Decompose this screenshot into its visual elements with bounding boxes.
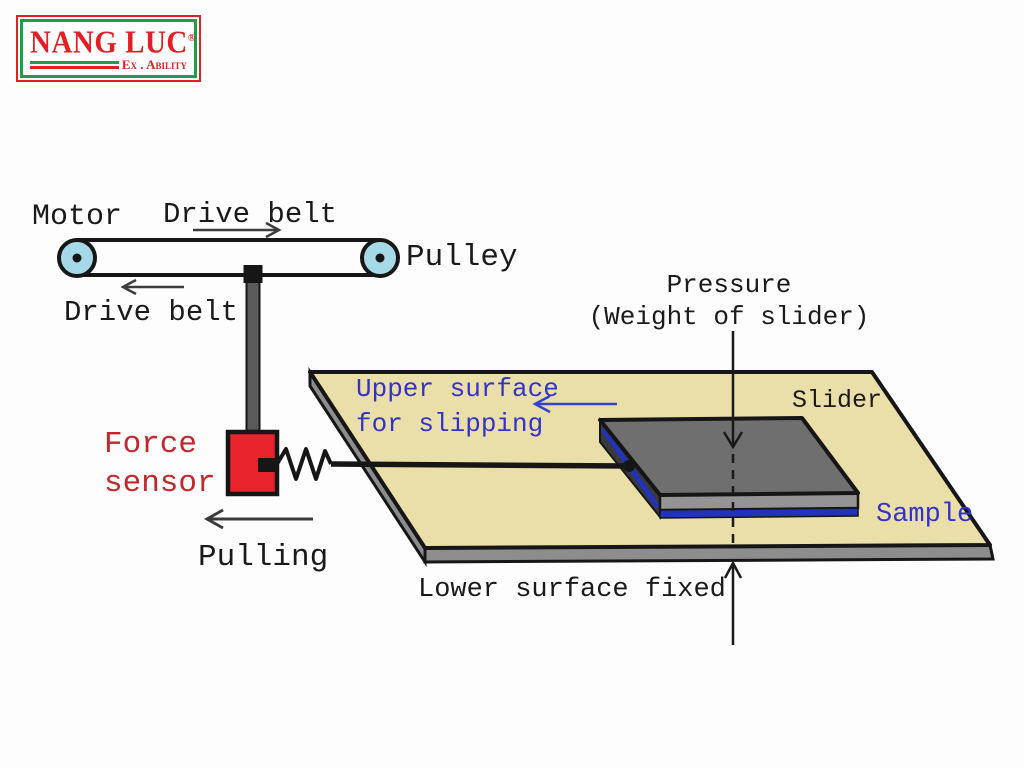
pull-line-anchor-dot	[623, 460, 635, 472]
force-sensor-label-line1: Force	[104, 427, 197, 462]
reaction-up-arrow-icon	[723, 560, 743, 579]
logo-inner-frame: NANG LUC® Ex . Ability	[20, 19, 197, 78]
logo-tagline-text: Ex . Ability	[121, 57, 187, 73]
slider-top-face	[598, 416, 860, 497]
spring-icon	[275, 447, 333, 481]
spring-linkage	[275, 447, 635, 481]
pressure-label-line2: (Weight of slider)	[589, 302, 870, 332]
nang-luc-logo: NANG LUC® Ex . Ability	[16, 15, 201, 82]
pull-line	[330, 461, 630, 469]
upper-surface-label-line1: Upper surface	[356, 374, 559, 404]
logo-brand-text: NANG LUC	[30, 25, 188, 60]
logo-stripe-green	[30, 60, 119, 64]
drive-belt-bottom-label: Drive belt	[64, 296, 238, 329]
sensor-hook-inner	[258, 458, 278, 472]
slip-left-arrow-icon	[532, 394, 551, 414]
slip-direction-arrow	[532, 394, 617, 414]
pulley-label: Pulley	[406, 240, 518, 275]
logo-brand-row: NANG LUC®	[30, 22, 195, 60]
lower-surface-label: Lower surface fixed	[418, 575, 726, 605]
logo-tagline-row: Ex . Ability	[30, 58, 187, 71]
belt-bottom-left-arrow-icon	[120, 278, 137, 296]
sample-front-strip	[659, 507, 859, 519]
upper-surface-label-line2: for slipping	[356, 409, 543, 439]
pressure-arrows	[722, 331, 744, 645]
rod-shaft	[245, 281, 261, 435]
pull-rod	[243, 265, 263, 435]
drive-belt-assembly	[57, 238, 400, 278]
pulling-left-arrow-icon	[203, 508, 224, 530]
driven-pulley-axle-icon	[375, 253, 385, 263]
rod-belt-clamp	[243, 265, 263, 283]
force-sensor-label-line2: sensor	[104, 466, 216, 501]
logo-stripe-red	[30, 65, 119, 69]
sample-label: Sample	[876, 500, 973, 530]
registered-mark-icon: ®	[187, 32, 196, 44]
drive-belt-top-label: Drive belt	[163, 198, 337, 231]
slider-label: Slider	[792, 386, 882, 415]
motor-label: Motor	[32, 200, 122, 234]
motion-arrows	[120, 221, 313, 530]
belt-top-right-arrow-icon	[265, 221, 282, 239]
logo-stripes	[30, 60, 119, 69]
pulling-label: Pulling	[198, 540, 328, 575]
force-sensor	[225, 429, 280, 497]
motor-pulley-axle-icon	[72, 253, 82, 263]
pressure-label-line1: Pressure	[667, 270, 792, 300]
diagram-labels: Motor Drive belt Drive belt Pulley Force…	[32, 198, 973, 605]
pressure-down-arrow-icon	[722, 431, 744, 450]
